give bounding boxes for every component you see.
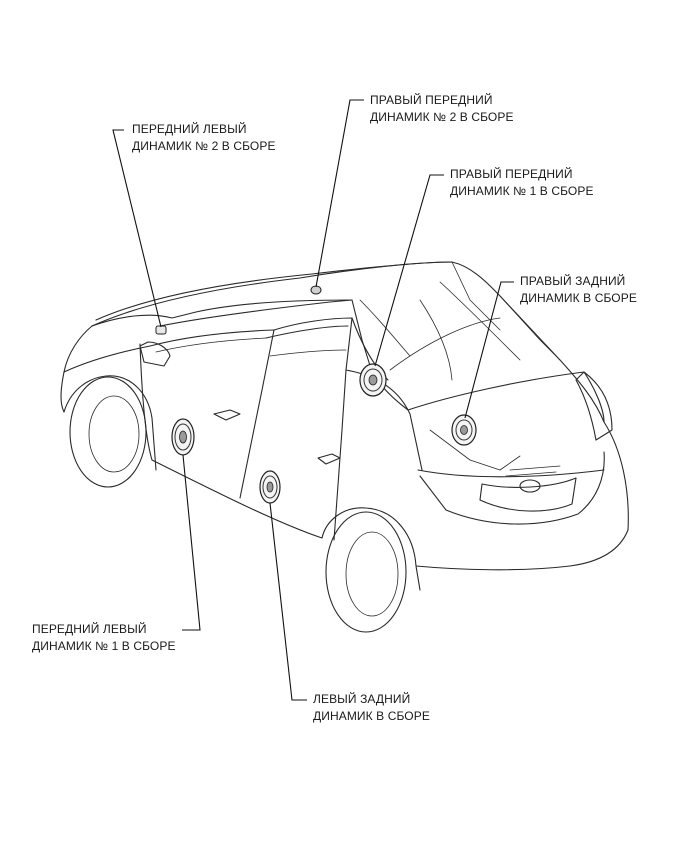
callout-line-1: ПЕРЕДНИЙ ЛЕВЫЙ xyxy=(132,122,247,136)
callout-front-right-speaker-2: ПРАВЫЙ ПЕРЕДНИЙ ДИНАМИК № 2 В СБОРЕ xyxy=(370,92,514,126)
callout-line-1: ЛЕВЫЙ ЗАДНИЙ xyxy=(313,692,411,706)
callout-rear-left-speaker: ЛЕВЫЙ ЗАДНИЙ ДИНАМИК В СБОРЕ xyxy=(313,691,430,725)
callout-line-1: ПРАВЫЙ ПЕРЕДНИЙ xyxy=(450,167,573,181)
leader-front-left-1 xyxy=(182,454,201,631)
speaker-rear-right xyxy=(451,414,477,446)
speaker-front-right-2 xyxy=(310,285,322,295)
callout-line-2: ДИНАМИК В СБОРЕ xyxy=(313,709,430,723)
callout-line-1: ПЕРЕДНИЙ ЛЕВЫЙ xyxy=(32,622,147,636)
leader-front-right-2 xyxy=(315,99,364,288)
leader-rear-left xyxy=(269,502,307,701)
speaker-front-left-1 xyxy=(171,418,195,456)
leader-rear-right xyxy=(464,281,514,419)
callout-front-right-speaker-1: ПРАВЫЙ ПЕРЕДНИЙ ДИНАМИК № 1 В СБОРЕ xyxy=(450,166,594,200)
callout-line-2: ДИНАМИК № 1 В СБОРЕ xyxy=(32,639,176,653)
speaker-rear-left xyxy=(259,470,281,504)
callout-line-2: ДИНАМИК В СБОРЕ xyxy=(520,291,637,305)
callout-front-left-speaker-2: ПЕРЕДНИЙ ЛЕВЫЙ ДИНАМИК № 2 В СБОРЕ xyxy=(132,121,276,155)
callout-line-1: ПРАВЫЙ ЗАДНИЙ xyxy=(520,274,626,288)
leader-front-left-2 xyxy=(112,129,162,328)
speaker-front-right-1 xyxy=(359,363,387,397)
speaker-front-left-2 xyxy=(155,325,167,335)
callout-line-2: ДИНАМИК № 2 В СБОРЕ xyxy=(370,110,514,124)
vehicle-body-outline xyxy=(60,261,629,633)
callout-line-2: ДИНАМИК № 1 В СБОРЕ xyxy=(450,184,594,198)
callout-rear-right-speaker: ПРАВЫЙ ЗАДНИЙ ДИНАМИК В СБОРЕ xyxy=(520,273,637,307)
callout-line-1: ПРАВЫЙ ПЕРЕДНИЙ xyxy=(370,93,493,107)
leader-front-right-1 xyxy=(374,174,444,367)
callout-line-2: ДИНАМИК № 2 В СБОРЕ xyxy=(132,139,276,153)
callout-front-left-speaker-1: ПЕРЕДНИЙ ЛЕВЫЙ ДИНАМИК № 1 В СБОРЕ xyxy=(32,621,176,655)
